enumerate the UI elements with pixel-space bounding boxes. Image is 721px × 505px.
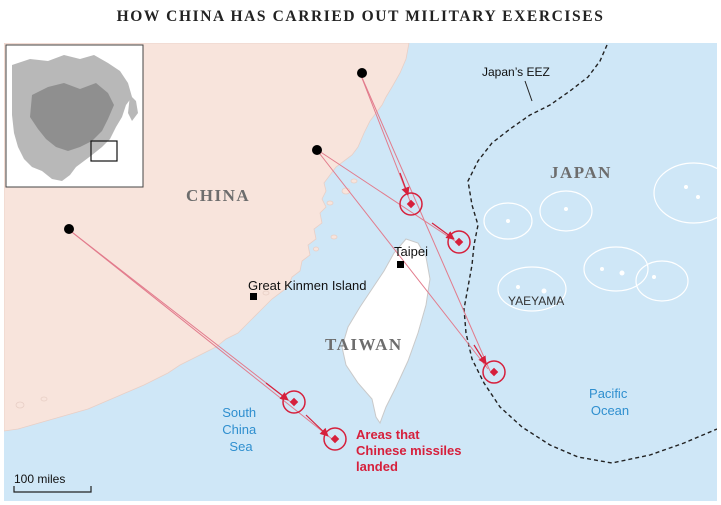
inset-focus-box <box>90 140 118 162</box>
china-label: CHINA <box>186 186 250 205</box>
kinmen-island-marker <box>250 293 257 300</box>
inset-china-region <box>30 83 114 151</box>
missile-landing-target-4 <box>282 390 306 414</box>
yaeyama-label: YAEYAMA <box>508 294 564 308</box>
map-title: HOW CHINA HAS CARRIED OUT MILITARY EXERC… <box>116 8 605 25</box>
coastal-islands <box>15 178 358 409</box>
missile-landing-target-2 <box>447 230 471 254</box>
inset-korea-japan <box>120 85 138 121</box>
missile-areas-annotation: Areas that Chinese missiles landed <box>356 427 465 474</box>
taiwan-label: TAIWAN <box>325 335 403 354</box>
launch-site-marker-south <box>64 224 74 234</box>
japan-island-specks <box>506 185 700 294</box>
pacific-ocean-label: Pacific Ocean <box>589 386 631 418</box>
japan-eez-label: Japan’s EEZ <box>482 65 550 79</box>
launch-site-marker-north <box>357 68 367 78</box>
japan-eez-leader-line <box>524 80 533 102</box>
kinmen-label: Great Kinmen Island <box>248 278 367 293</box>
scale-bar: 100 miles <box>13 472 92 493</box>
taipei-city-marker <box>397 261 404 268</box>
missile-landing-target-5 <box>323 427 347 451</box>
japan-eez-line <box>463 44 717 464</box>
japan-label: JAPAN <box>550 163 612 182</box>
japan-islands <box>483 162 717 312</box>
missile-landing-target-1 <box>399 192 423 216</box>
missile-landing-target-3 <box>482 360 506 384</box>
launch-site-marker-central <box>312 145 322 155</box>
south-china-sea-label: South China Sea <box>222 405 260 454</box>
locator-inset-map <box>5 44 144 188</box>
scale-bar-label: 100 miles <box>14 472 65 486</box>
missile-trajectories <box>67 72 491 440</box>
map-canvas: CHINA TAIWAN JAPAN YAEYAMA Taipei Great … <box>4 43 717 501</box>
taiwan-island <box>341 238 431 425</box>
taipei-label: Taipei <box>394 244 428 259</box>
